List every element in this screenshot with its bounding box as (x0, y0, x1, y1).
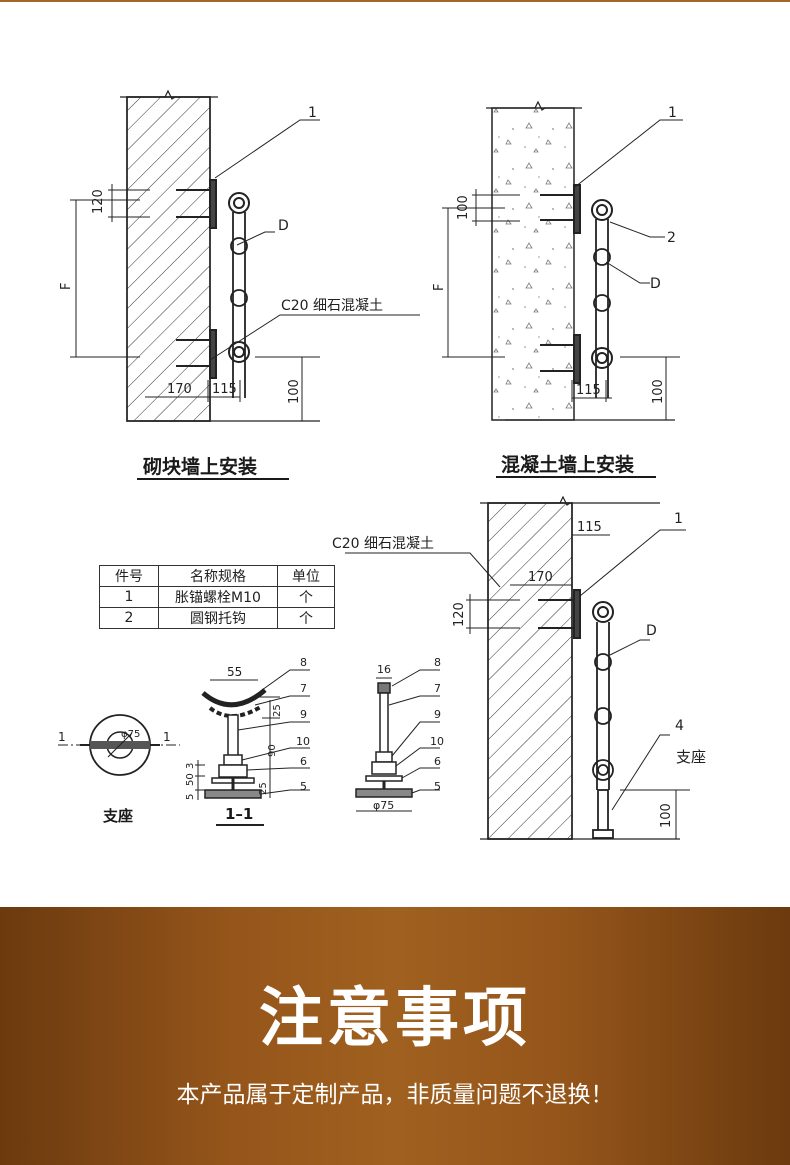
dim-label: F (59, 283, 74, 290)
table-header-row: 件号 名称规格 单位 (99, 565, 335, 587)
label-tag-1: 1 (668, 105, 677, 121)
table-header-cell: 名称规格 (158, 565, 278, 587)
lower-hook-bracket (540, 334, 613, 384)
dim-label: 170 (167, 382, 192, 397)
dim-label: 120 (452, 602, 467, 627)
label-concrete-note: C20 细石混凝土 (332, 536, 434, 552)
section-mark: 1 (58, 730, 66, 744)
caption-block-wall: 砌块墙上安装 (143, 456, 258, 478)
floor-support-post (592, 789, 614, 839)
section-mark: 1 (163, 730, 171, 744)
part-label-6: 6 (434, 755, 441, 768)
part-label-9: 9 (434, 708, 441, 721)
dim-label: 115 (576, 383, 601, 398)
dim-label: F (432, 284, 447, 291)
label-tag-d: D (650, 276, 661, 292)
break-line (480, 495, 660, 506)
label-tag-4: 4 (675, 718, 684, 734)
part-label-6: 6 (300, 755, 307, 768)
parts-table: 件号 名称规格 单位 1 胀锚螺栓M10 个 2 圆钢托钩 个 (99, 565, 335, 629)
dim-label: 55 (227, 665, 242, 679)
label-concrete-note: C20 细石混凝土 (281, 298, 383, 314)
table-cell: 胀锚螺栓M10 (158, 586, 278, 608)
block-wall (487, 502, 573, 840)
table-cell: 个 (277, 586, 335, 608)
notice-banner: 注意事项 本产品属于定制产品，非质量问题不退换！ (0, 907, 790, 1165)
part-label-5: 5 (300, 780, 307, 793)
concrete-wall (491, 107, 575, 421)
break-line (120, 89, 218, 100)
pipe-d (230, 212, 248, 398)
upper-hook-bracket (538, 589, 614, 639)
part-label-10: 10 (296, 735, 310, 748)
caption-underline (496, 476, 656, 478)
part-label-5: 5 (434, 780, 441, 793)
lower-hook-bracket (176, 329, 250, 379)
side-elevation-labels: 16 φ75 8 7 9 10 6 5 (373, 656, 444, 812)
block-wall-drawing: 1 D C20 细石混凝土 120 F 170 115 100 (59, 89, 420, 422)
dim-label: φ75 (121, 729, 140, 740)
block-wall (126, 96, 211, 422)
label-tag-1: 1 (674, 511, 683, 527)
table-header-cell: 单位 (277, 565, 335, 587)
dim-label: 100 (659, 803, 674, 828)
section-1-1-drawing (195, 669, 310, 826)
dim-label: 25 (272, 704, 283, 717)
dim-label: 170 (528, 570, 553, 585)
dim-label: 16 (377, 663, 391, 676)
top-divider (0, 0, 790, 2)
table-cell: 圆钢托钩 (158, 607, 278, 629)
label-tag-d: D (646, 623, 657, 639)
part-label-10: 10 (430, 735, 444, 748)
dim-label: 50 (185, 773, 196, 786)
label-tag-2: 2 (667, 230, 676, 246)
floor-support-drawing: 1 D 4 支座 C20 细石混凝土 115 170 120 100 (332, 495, 706, 840)
dim-label: 5 (185, 794, 196, 800)
installation-drawing: 1 D C20 细石混凝土 120 F 170 115 100 (58, 89, 706, 840)
part-label-9: 9 (300, 708, 307, 721)
pipe-d (592, 622, 614, 790)
table-row: 1 胀锚螺栓M10 个 (99, 586, 335, 608)
label-support: 支座 (676, 748, 706, 766)
caption-concrete-wall: 混凝土墙上安装 (501, 454, 635, 476)
caption-section-1-1: 1–1 (225, 805, 254, 823)
dim-label: 90 (267, 744, 278, 757)
dim-label: 100 (651, 379, 666, 404)
break-line (486, 100, 582, 111)
part-label-7: 7 (300, 682, 307, 695)
table-cell: 个 (277, 607, 335, 629)
notice-title: 注意事项 (259, 982, 531, 1056)
table-cell: 2 (99, 607, 159, 629)
dim-label: 25 (258, 782, 269, 795)
side-elevation-drawing (355, 669, 440, 812)
pipe-d (593, 219, 611, 398)
part-label-8: 8 (300, 656, 307, 669)
support-base-plan: 1 1 φ75 (58, 714, 180, 776)
dim-label: φ75 (373, 799, 394, 812)
dim-label: 120 (91, 189, 106, 214)
table-header-cell: 件号 (99, 565, 159, 587)
label-tag-1: 1 (308, 105, 317, 121)
caption-support-base: 支座 (103, 807, 134, 825)
dim-label: 100 (456, 195, 471, 220)
table-cell: 1 (99, 586, 159, 608)
dim-label: 100 (287, 379, 302, 404)
caption-underline (137, 478, 289, 480)
section-1-1-labels: 55 8 7 9 10 6 5 25 90 25 3 50 5 (185, 656, 310, 800)
notice-subtitle: 本产品属于定制产品，非质量问题不退换！ (176, 1082, 614, 1108)
dim-label: 115 (212, 382, 237, 397)
label-tag-d: D (278, 218, 289, 234)
concrete-wall-drawing: 1 2 D 100 F 115 100 (432, 100, 683, 421)
dim-label: 115 (577, 520, 602, 535)
part-label-7: 7 (434, 682, 441, 695)
table-row: 2 圆钢托钩 个 (99, 607, 335, 629)
dim-label: 3 (185, 763, 196, 769)
part-label-8: 8 (434, 656, 441, 669)
upper-hook-bracket (176, 179, 250, 229)
